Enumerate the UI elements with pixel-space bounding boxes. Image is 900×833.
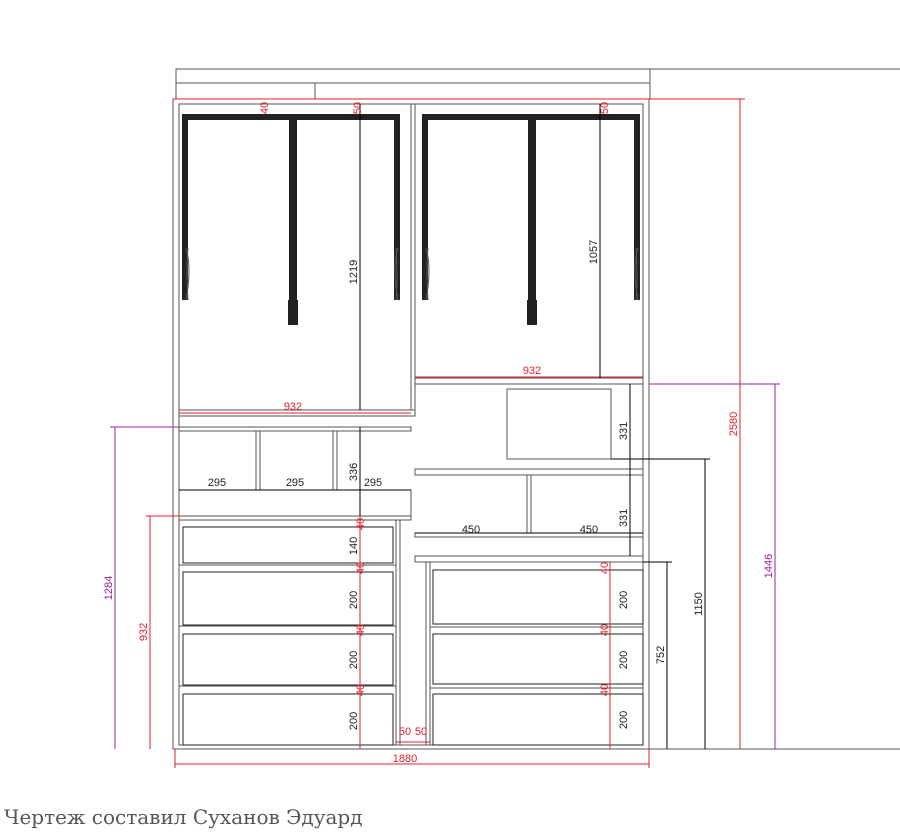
wardrobe-body [172, 98, 900, 750]
dim-left-drawer-gap-2: 40 [355, 562, 367, 574]
dimension-lines [110, 98, 780, 768]
clothes-lift-right [422, 114, 640, 325]
dim-left-cell-3: 295 [364, 477, 382, 489]
dim-right-cell-1: 450 [462, 524, 480, 536]
dim-left-section-width: 932 [284, 401, 302, 413]
dim-right-cell-2: 450 [580, 524, 598, 536]
dim-top-gap-left: 40 [259, 102, 271, 114]
dim-right-drawer-3: 200 [618, 711, 630, 729]
dim-right-drawer-gap-1: 40 [599, 562, 611, 574]
dim-right-section-height: 1446 [763, 554, 775, 578]
dim-total-height: 2580 [728, 412, 740, 436]
dim-right-drawer-gap-2: 40 [599, 624, 611, 636]
dim-left-drawer-gap-3: 40 [355, 624, 367, 636]
dim-right-shelf-2: 331 [618, 509, 630, 527]
dim-left-drawer-gap-1: 40 [355, 518, 367, 530]
drawing-caption: Чертеж составил Суханов Эдуард [4, 805, 363, 829]
dim-left-cell-1: 295 [208, 477, 226, 489]
dim-left-drawer-block-height: 932 [138, 623, 150, 641]
dim-right-shelf-1: 331 [618, 422, 630, 440]
dim-right-drawer-block-height: 752 [655, 646, 667, 664]
dim-right-section-width: 932 [523, 365, 541, 377]
dim-top-gap-right: 50 [599, 102, 611, 114]
ceiling-lines [175, 68, 900, 100]
dim-right-hanging-height: 1057 [588, 240, 600, 264]
dimension-labels: 1880 2580 1446 1284 932 1150 752 1219 10… [103, 102, 775, 765]
dim-right-shelf-height: 1150 [693, 592, 705, 616]
dim-left-section-height: 1284 [103, 576, 115, 600]
dim-left-drawer-1: 200 [348, 591, 360, 609]
dim-right-drawer-gap-3: 40 [599, 684, 611, 696]
dim-total-width: 1880 [393, 753, 417, 765]
dim-right-drawer-1: 200 [618, 591, 630, 609]
dim-middle-gap-left: 50 [399, 726, 411, 738]
dim-left-drawer-top: 140 [348, 537, 360, 555]
dim-left-drawer-3: 200 [348, 712, 360, 730]
dim-right-drawer-2: 200 [618, 651, 630, 669]
dim-left-cell-2: 295 [286, 477, 304, 489]
dim-middle-gap-right: 50 [415, 726, 427, 738]
dim-top-gap-mid: 50 [352, 102, 364, 114]
dim-left-drawer-gap-4: 40 [355, 684, 367, 696]
dim-left-drawer-2: 200 [348, 651, 360, 669]
dim-left-hanging-height: 1219 [348, 260, 360, 284]
dim-left-shelf-height: 336 [348, 463, 360, 481]
clothes-lift-left [182, 114, 400, 325]
